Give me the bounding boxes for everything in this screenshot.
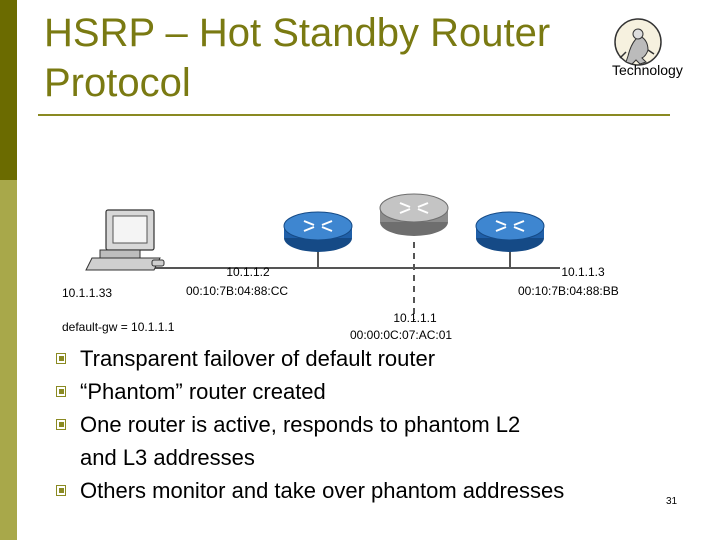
router-right-ip-label: 10.1.1.3 (561, 265, 605, 279)
technology-logo-icon (614, 18, 662, 66)
bullet-text: Transparent failover of default router (80, 346, 436, 371)
host-gateway-label: default-gw = 10.1.1.1 (62, 320, 175, 334)
router-left-mac-label: 00:10:7B:04:88:CC (186, 284, 289, 298)
bullet-item: One router is active, responds to phanto… (56, 408, 550, 474)
bullet-item: “Phantom” router created (56, 375, 656, 408)
bullet-item: Others monitor and take over phantom add… (56, 474, 656, 507)
sidebar-accent-light (0, 180, 17, 540)
bullet-text: Others monitor and take over phantom add… (80, 478, 565, 503)
bullet-item: Transparent failover of default router (56, 342, 656, 375)
square-bullet-icon (56, 419, 66, 430)
virtual-router-mac-label: 00:00:0C:07:AC:01 (350, 328, 453, 342)
virtual-router-ip-label: 10.1.1.1 (393, 311, 437, 325)
title-divider (38, 114, 670, 116)
host-computer-icon (85, 209, 165, 271)
host-ip-label: 10.1.1.33 (62, 286, 113, 300)
logo-text: Technology (612, 62, 683, 78)
router-right-icon (475, 211, 545, 252)
virtual-router-icon (379, 193, 449, 236)
router-left-ip-label: 10.1.1.2 (226, 265, 270, 279)
router-right-mac-label: 00:10:7B:04:88:BB (518, 284, 619, 298)
bullet-text: One router is active, responds to phanto… (80, 412, 521, 470)
page-number: 31 (666, 496, 678, 507)
router-left-icon (283, 211, 353, 252)
square-bullet-icon (56, 386, 66, 397)
bullet-text: “Phantom” router created (80, 379, 326, 404)
sidebar-accent-dark (0, 0, 17, 180)
bullet-list: Transparent failover of default router “… (56, 342, 656, 507)
slide-title: HSRP – Hot Standby Router Protocol (44, 11, 551, 105)
square-bullet-icon (56, 353, 66, 364)
square-bullet-icon (56, 485, 66, 496)
